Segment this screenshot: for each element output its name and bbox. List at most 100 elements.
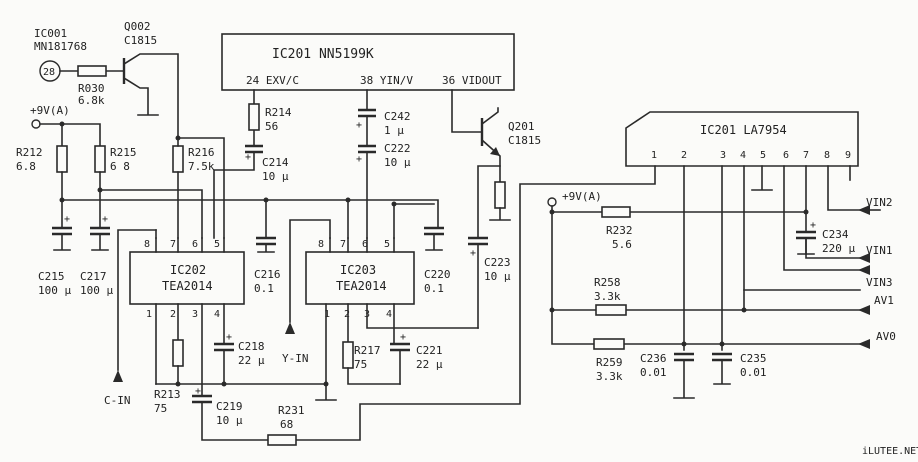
ic203-pin6: 6 xyxy=(362,239,368,250)
vin3-arrow xyxy=(858,265,870,275)
r232-ref: R232 xyxy=(606,224,633,237)
ic202-box xyxy=(129,251,245,305)
c214-ref: C214 xyxy=(262,156,289,169)
av0-arrow xyxy=(858,339,870,349)
c214-wire xyxy=(213,151,255,239)
ic001-part: MN181768 xyxy=(34,40,87,53)
r030-resistor xyxy=(77,65,107,77)
r030-ref: R030 xyxy=(78,82,105,95)
r213-resistor xyxy=(172,339,184,367)
ic201b-pin6-vin3 xyxy=(783,165,861,271)
r216-ref: R216 xyxy=(188,146,215,159)
q002-emitter-wire xyxy=(122,76,149,115)
c215-value: 100 μ xyxy=(38,284,71,297)
c220-c223: C220 0.1 + C223 10 μ xyxy=(393,203,511,329)
c216-ground xyxy=(257,243,275,253)
c221-plus: + xyxy=(400,332,406,343)
c221-ref: C221 xyxy=(416,344,443,357)
c214-value: 10 μ xyxy=(262,170,289,183)
q201-base-wire xyxy=(451,89,483,133)
c218-value: 22 μ xyxy=(238,354,265,367)
c235-ground xyxy=(713,359,731,385)
c242-value: 1 μ xyxy=(384,124,404,137)
ic203-ref: IC203 xyxy=(340,263,376,277)
c219-r231: + C219 10 μ R231 68 xyxy=(192,165,656,446)
r231-resistor xyxy=(267,434,297,446)
q201-part: C1815 xyxy=(508,134,541,147)
supply1-terminal xyxy=(31,119,41,129)
c219-plus: + xyxy=(195,386,201,397)
ic203-pin8-yin xyxy=(289,219,331,323)
ic202-part: TEA2014 xyxy=(162,279,213,293)
r217-resistor xyxy=(342,341,354,369)
ic202-pin3: 3 xyxy=(192,309,198,320)
ic202-pin5: 5 xyxy=(214,239,220,250)
c236-ref: C236 xyxy=(640,352,667,365)
node-744-310 xyxy=(741,307,747,313)
c219-value: 10 μ xyxy=(216,414,243,427)
c218-ref: C218 xyxy=(238,340,265,353)
r213-ref: R213 xyxy=(154,388,181,401)
r217-ref: R217 xyxy=(354,344,381,357)
q201-emitter-arrow xyxy=(490,147,500,156)
vin2-label: VIN2 xyxy=(866,196,893,209)
r232-value: 5.6 xyxy=(612,238,632,251)
r259-resistor xyxy=(593,338,625,350)
cin-label: C-IN xyxy=(104,394,131,407)
ic202-pin1: 1 xyxy=(146,309,152,320)
q002-part: C1815 xyxy=(124,34,157,47)
ic202-top-pins xyxy=(155,237,225,253)
supply2-label: +9V(A) xyxy=(562,190,602,203)
ic203-top-pins xyxy=(329,237,395,253)
node-100-190 xyxy=(97,187,103,193)
c222-plus: + xyxy=(356,154,362,165)
c220-value: 0.1 xyxy=(424,282,444,295)
node-722-344 xyxy=(719,341,725,347)
r232-resistor xyxy=(601,206,631,218)
node-552-212 xyxy=(549,209,555,215)
ic201-la7954: IC201 LA7954 1 2 3 4 5 6 7 8 9 xyxy=(625,111,861,351)
bus-190 xyxy=(99,189,203,239)
r216-branch: R216 7.5k xyxy=(172,135,225,239)
r214-ref: R214 xyxy=(265,106,292,119)
ic202: IC202 TEA2014 8 7 6 5 1 2 3 4 C-IN R213 … xyxy=(104,229,327,415)
ic201a-pin36: 36 VIDOUT xyxy=(442,74,502,87)
ic202-pin8: 8 xyxy=(144,239,150,250)
c222-ref: C222 xyxy=(384,142,411,155)
r217-lead xyxy=(347,367,401,385)
ic201b-pin1: 1 xyxy=(651,150,657,161)
r214-c214-branch: R214 56 + C214 10 μ xyxy=(213,89,292,239)
right-signals: VIN2 VIN1 VIN3 AV1 AV0 xyxy=(858,196,896,349)
supply1-label: +9V(A) xyxy=(30,104,70,117)
vin2-arrow xyxy=(858,205,870,215)
ic201a-box xyxy=(221,33,515,91)
q002-collector-wire xyxy=(122,53,179,139)
ic201a-pin38: 38 YIN/V xyxy=(360,74,413,87)
q201-ref: Q201 xyxy=(508,120,535,133)
ic202-pin8-cin xyxy=(117,229,157,371)
bus-200 xyxy=(61,199,439,229)
cin-arrow xyxy=(113,370,123,382)
q201-emitter xyxy=(480,138,501,183)
q201-transistor: Q201 C1815 xyxy=(451,89,541,239)
c242-ref: C242 xyxy=(384,110,411,123)
ic201b-pin8-vin2 xyxy=(827,165,861,211)
ic202-pin7: 7 xyxy=(170,239,176,250)
ic201b-pin6: 6 xyxy=(783,150,789,161)
q201-emitter-resistor xyxy=(494,181,506,209)
ic201a-pin24: 24 EXV/C xyxy=(246,74,299,87)
r258-value: 3.3k xyxy=(594,290,621,303)
yin-label: Y-IN xyxy=(282,352,309,365)
ic201b-pin2: 2 xyxy=(681,150,687,161)
c216-value: 0.1 xyxy=(254,282,274,295)
c217-plus: + xyxy=(102,214,108,225)
vin3-label: VIN3 xyxy=(866,276,893,289)
c235-value: 0.01 xyxy=(740,366,767,379)
ic201b-pin8: 8 xyxy=(824,150,830,161)
left-supply: +9V(A) R212 6.8 R215 6 8 xyxy=(16,104,439,239)
r216-resistor xyxy=(172,145,184,173)
ic203-pin2: 2 xyxy=(344,309,350,320)
c217-ref: C217 xyxy=(80,270,107,283)
r215-resistor xyxy=(94,145,106,173)
